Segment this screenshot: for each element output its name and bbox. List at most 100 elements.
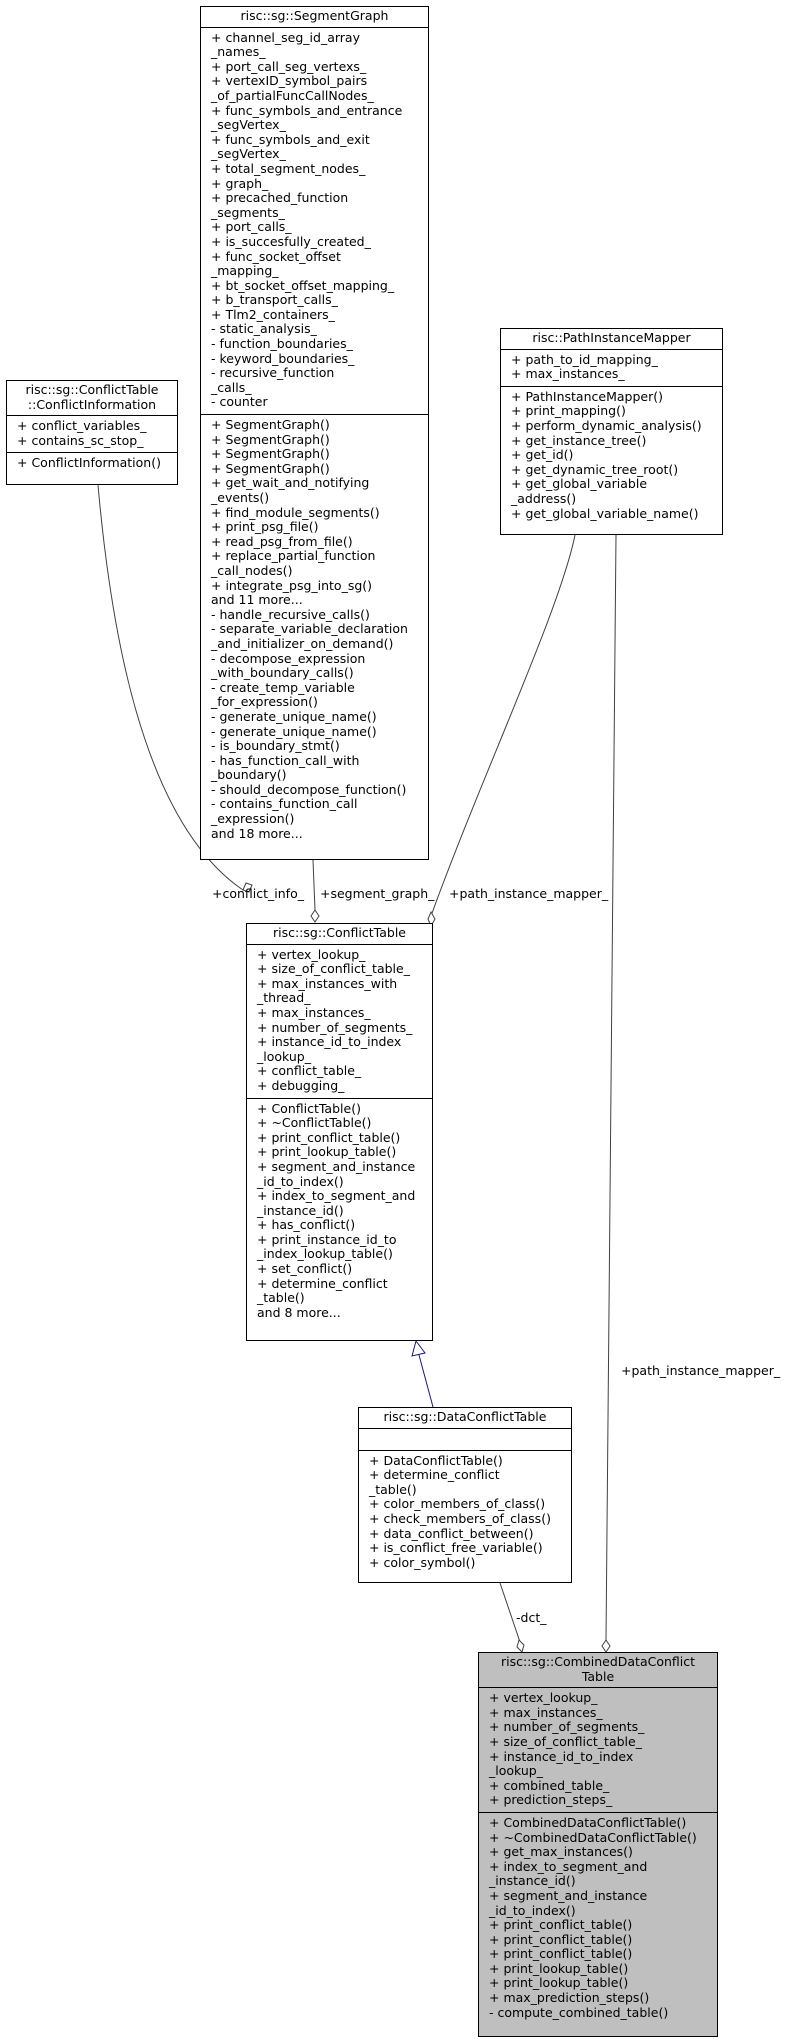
attribute: _lookup_ xyxy=(257,1048,311,1064)
method: + is_conflict_free_variable() xyxy=(369,1540,543,1556)
class-conflict-table[interactable]: risc::sg::ConflictTable+ vertex_lookup_+… xyxy=(246,923,433,1341)
attribute: + number_of_segments_ xyxy=(257,1019,413,1035)
attribute: _thread_ xyxy=(257,990,311,1006)
attribute: + path_to_id_mapping_ xyxy=(511,351,658,367)
attribute: + graph_ xyxy=(211,175,269,191)
attribute: + conflict_variables_ xyxy=(17,418,147,434)
class-path-instance-mapper[interactable]: risc::PathInstanceMapper+ path_to_id_map… xyxy=(500,328,723,535)
attribute: _mapping_ xyxy=(211,263,279,279)
attribute: _calls_ xyxy=(211,379,252,395)
class-title-line: ::ConflictInformation xyxy=(27,396,157,412)
method: + ConflictInformation() xyxy=(17,455,161,471)
method: + SegmentGraph() xyxy=(211,431,330,447)
attribute: + port_call_seg_vertexs_ xyxy=(211,58,367,74)
method: _table() xyxy=(369,1481,417,1497)
method: _and_initializer_on_demand() xyxy=(211,635,394,651)
attribute-list: + conflict_variables_+ contains_sc_stop_ xyxy=(7,415,177,452)
method: + index_to_segment_and xyxy=(257,1188,416,1204)
attribute: - static_analysis_ xyxy=(211,321,317,337)
attribute: + max_instances_with xyxy=(257,975,398,991)
attribute: - function_boundaries_ xyxy=(211,336,353,352)
method: + data_conflict_between() xyxy=(369,1525,534,1541)
edge-label-dct: -dct_ xyxy=(516,1610,547,1625)
method: + color_symbol() xyxy=(369,1554,476,1570)
attribute-list: + vertex_lookup_+ size_of_conflict_table… xyxy=(247,943,432,1098)
method: + index_to_segment_and xyxy=(489,1858,648,1874)
method: + get_global_variable xyxy=(511,476,648,492)
aggregation-diamond xyxy=(242,882,253,893)
method: _id_to_index() xyxy=(257,1173,344,1189)
method: + get_dynamic_tree_root() xyxy=(511,461,679,477)
method: + print_conflict_table() xyxy=(489,1946,633,1962)
class-data-conflict-table[interactable]: risc::sg::DataConflictTable+ DataConflic… xyxy=(358,1407,572,1583)
method: + CombinedDataConflictTable() xyxy=(489,1814,687,1830)
attribute: _lookup_ xyxy=(489,1763,543,1779)
method: _for_expression() xyxy=(211,694,318,710)
method: _with_boundary_calls() xyxy=(211,665,354,681)
method: - has_function_call_with xyxy=(211,752,360,768)
method: + SegmentGraph() xyxy=(211,460,330,476)
method: + print_instance_id_to xyxy=(257,1231,397,1247)
method: - separate_variable_declaration xyxy=(211,621,408,637)
aggregation-diamond xyxy=(427,910,436,928)
class-title: risc::sg::DataConflictTable xyxy=(359,1408,571,1428)
method: + ConflictTable() xyxy=(257,1100,361,1116)
attribute: + combined_table_ xyxy=(489,1777,610,1793)
method: + get_instance_tree() xyxy=(511,432,647,448)
method: and 11 more... xyxy=(211,592,303,608)
class-title: risc::sg::ConflictTable xyxy=(247,924,432,944)
method: - handle_recursive_calls() xyxy=(211,606,370,622)
method: + print_conflict_table() xyxy=(489,1917,633,1933)
method-list: + SegmentGraph()+ SegmentGraph()+ Segmen… xyxy=(201,414,428,845)
method: + print_lookup_table() xyxy=(489,1960,629,1976)
method: + DataConflictTable() xyxy=(369,1452,503,1468)
class-segment-graph[interactable]: risc::sg::SegmentGraph+ channel_seg_id_a… xyxy=(200,6,429,860)
attribute: + instance_id_to_index xyxy=(257,1034,402,1050)
method: + find_module_segments() xyxy=(211,504,380,520)
class-title-line: risc::sg::SegmentGraph xyxy=(240,8,389,23)
attribute: _segments_ xyxy=(211,204,285,220)
attribute: _segVertex_ xyxy=(211,146,286,162)
class-title: risc::sg::ConflictTable::ConflictInforma… xyxy=(7,381,177,415)
attribute: + debugging_ xyxy=(257,1077,345,1093)
method: _instance_id() xyxy=(489,1873,576,1889)
method: and 8 more... xyxy=(257,1304,341,1320)
edge-dct xyxy=(499,1582,521,1643)
edge-path-instance-mapper-cdct xyxy=(605,534,617,1641)
method: + print_conflict_table() xyxy=(489,1931,633,1947)
attribute: + channel_seg_id_array xyxy=(211,29,360,45)
edge-path-instance-mapper-ct xyxy=(430,534,576,917)
class-title-line: risc::PathInstanceMapper xyxy=(532,330,691,345)
method: + get_id() xyxy=(511,447,574,463)
edge-label-conflict-info: +conflict_info_ xyxy=(212,886,304,901)
method: + segment_and_instance xyxy=(257,1158,416,1174)
attribute: - recursive_function xyxy=(211,365,335,381)
inheritance-arrow xyxy=(411,1339,426,1357)
method: + print_mapping() xyxy=(511,403,626,419)
class-title-line: risc::sg::ConflictTable xyxy=(25,382,159,397)
method: + set_conflict() xyxy=(257,1261,353,1277)
attribute-list: + vertex_lookup_+ max_instances_+ number… xyxy=(479,1687,717,1812)
method: + SegmentGraph() xyxy=(211,417,330,433)
attribute: + max_instances_ xyxy=(489,1704,603,1720)
method-list: + ConflictInformation() xyxy=(7,452,177,475)
method: + print_conflict_table() xyxy=(257,1129,401,1145)
method: + SegmentGraph() xyxy=(211,446,330,462)
edge-segment-graph xyxy=(312,859,316,911)
method: + segment_and_instance xyxy=(489,1887,648,1903)
class-conflict-information[interactable]: risc::sg::ConflictTable::ConflictInforma… xyxy=(6,380,178,485)
method: _address() xyxy=(511,490,577,506)
method: _index_lookup_table() xyxy=(257,1246,393,1262)
attribute: _names_ xyxy=(211,44,266,60)
method: - decompose_expression xyxy=(211,650,366,666)
attribute: + size_of_conflict_table_ xyxy=(489,1733,642,1749)
method: _events() xyxy=(211,490,270,505)
class-title: risc::sg::SegmentGraph xyxy=(201,7,428,27)
method: _id_to_index() xyxy=(489,1902,576,1918)
attribute: + is_succesfully_created_ xyxy=(211,233,371,249)
attribute: + b_transport_calls_ xyxy=(211,292,338,308)
method: - is_boundary_stmt() xyxy=(211,738,340,754)
attribute: - counter xyxy=(211,394,268,410)
